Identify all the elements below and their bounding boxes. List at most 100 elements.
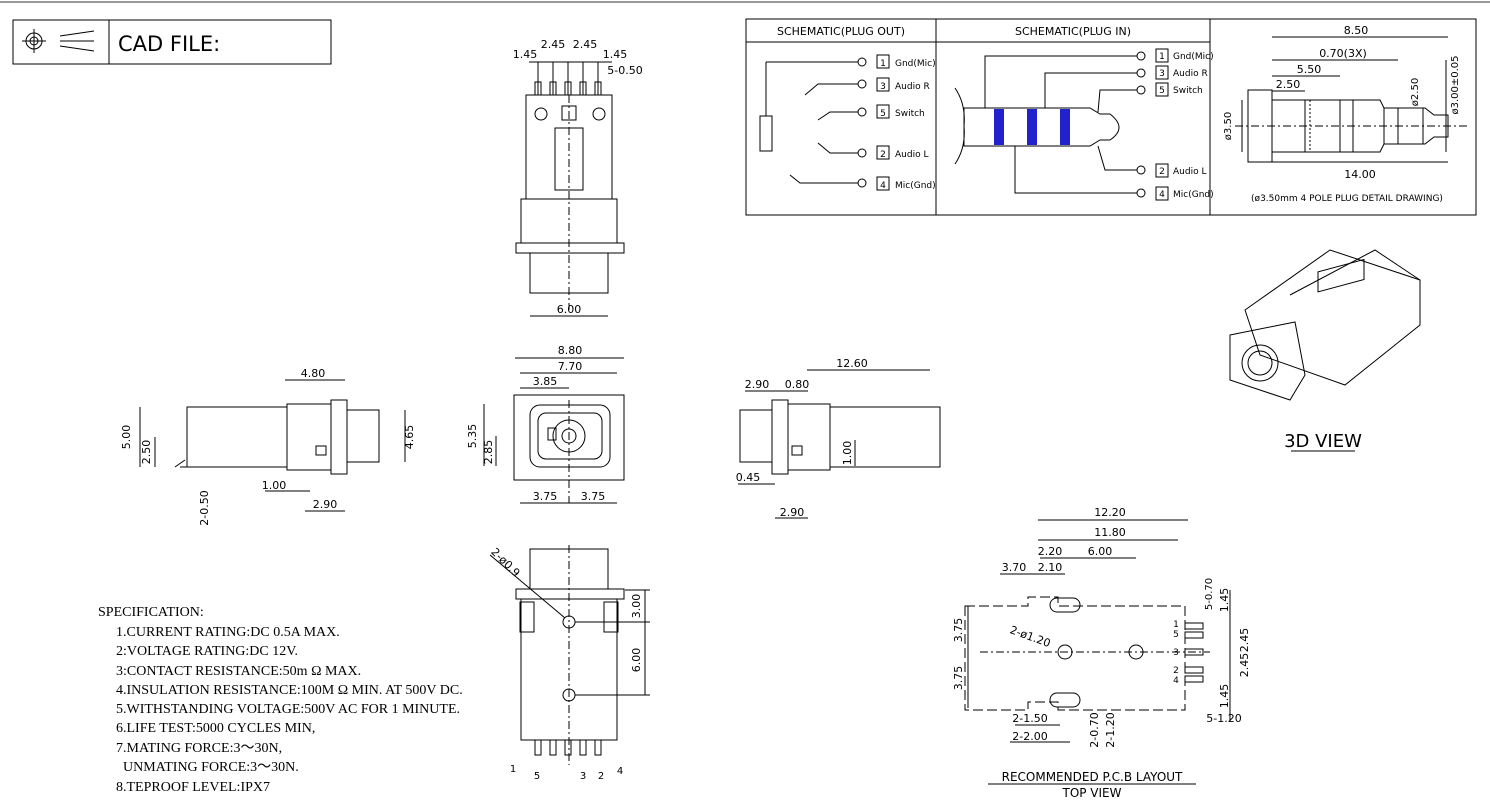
dim-label: 12.60 [836,357,868,370]
pin-num: 1 [880,59,886,69]
spec-item: UNMATING FORCE:3～30N. [116,760,299,775]
top-view-drawing: 1.45 2.45 2.45 1.45 5-0.50 6.00 [513,38,643,317]
3d-view: 3D VIEW [1229,249,1421,452]
dim-label: 4.80 [301,367,326,380]
dim-label: 5.50 [1297,63,1322,76]
pin-num: 4 [1173,676,1179,686]
dim-label: 2.45 [1238,653,1251,678]
dim-label: 1.45 [1218,588,1231,613]
dim-label: 8.80 [558,344,583,357]
side-view-left: 4.80 5.00 2.50 4.65 1.00 2.90 2-0.50 [120,367,416,526]
pin-num: 5 [1159,86,1165,96]
spec-item: 3:CONTACT RESISTANCE:50m Ω MAX. [116,664,361,679]
title-block: CAD FILE: [12,19,332,65]
pcb-title: RECOMMENDED P.C.B LAYOUT [1002,770,1183,784]
pin-num: 5 [1173,630,1179,640]
dim-label: 5.00 [120,425,133,450]
dim-label: 5-1.20 [1206,712,1241,725]
dim-label: 2.90 [745,378,770,391]
plug-in-title: SCHEMATIC(PLUG IN) [1015,25,1131,38]
dim-label: 0.80 [785,378,810,391]
dim-label: 2-ø0.9 [488,545,522,579]
pcb-subtitle: TOP VIEW [1061,786,1121,800]
dim-label: 2.20 [1038,545,1063,558]
dim-label: 3.75 [952,666,965,691]
dim-label: ø3.50 [1223,112,1234,140]
pin-num: 4 [1159,190,1165,200]
dim-label: 2.10 [1038,561,1063,574]
dim-label: 2-0.50 [198,490,211,525]
spec-item: 6.LIFE TEST:5000 CYCLES MIN, [116,721,315,736]
dim-label: 11.80 [1094,526,1126,539]
pin-label: Audio L [1173,167,1206,177]
spec-item: 1.CURRENT RATING:DC 0.5A MAX. [116,625,340,640]
pin-label: Audio L [895,150,928,160]
pin-num: 1 [1173,620,1179,630]
pin-num: 4 [880,181,886,191]
dim-label: 3.75 [533,490,558,503]
pin-num: 2 [1173,666,1179,676]
dim-label: 5.35 [466,424,479,449]
dim-label: 0.45 [736,471,761,484]
dim-label: 3.70 [1002,561,1027,574]
pin-label: Mic(Gnd) [1173,190,1214,200]
plug-out-title: SCHEMATIC(PLUG OUT) [777,25,905,38]
dim-label: 2-1.50 [1012,712,1047,725]
pin-num: 4 [617,766,623,777]
dim-label: 6.00 [630,648,643,673]
pin-num: 1 [1159,52,1165,62]
dim-label: 8.50 [1344,24,1369,37]
dim-label: 0.70(3X) [1319,47,1367,60]
projection-symbol-icon [22,29,95,53]
dim-label: 2-1.20 [1104,712,1117,747]
pin-label: Mic(Gnd) [895,181,936,191]
spec-item: 4.INSULATION RESISTANCE:100M Ω MIN. AT 5… [116,683,463,698]
3d-view-label: 3D VIEW [1284,431,1362,452]
spec-item: 8.TEPROOF LEVEL:IPX7 [116,780,270,795]
bottom-view: 2-ø0.9 3.00 6.00 1 5 3 2 4 [488,545,650,782]
dim-label: 2.45 [1238,628,1251,653]
dim-label: 6.00 [557,303,582,316]
dim-label: ø3.00±0.05 [1450,55,1461,114]
pin-num: 2 [598,771,604,782]
pin-num: 5 [534,771,540,782]
dim-label: 2.50 [1276,78,1301,91]
dim-label: 1.45 [1218,684,1231,709]
cad-file-label: CAD FILE: [118,32,220,56]
spec-item: 5.WITHSTANDING VOLTAGE:500V AC FOR 1 MIN… [116,702,460,717]
spec-item: 2:VOLTAGE RATING:DC 12V. [116,644,298,659]
pin-num: 3 [580,771,586,782]
spec-title: SPECIFICATION: [98,605,204,620]
pin-num: 5 [880,109,886,119]
dim-label: 3.75 [952,618,965,643]
dim-label: 2-2.00 [1012,730,1047,743]
dim-label: 2.90 [780,506,805,519]
dim-label: 2.50 [140,440,153,465]
dim-label: 4.65 [403,425,416,450]
pin-num: 2 [880,150,886,160]
dim-label: 2.85 [482,440,495,465]
pin-num: 3 [1173,648,1179,658]
dim-label: 1.45 [513,48,538,61]
spec-item: 7.MATING FORCE:3～30N, [116,741,282,756]
pin-num: 3 [880,82,886,92]
specification-block: SPECIFICATION: 1.CURRENT RATING:DC 0.5A … [98,605,463,795]
dim-label: ø2.50 [1410,78,1421,106]
dim-label: 3.75 [581,490,606,503]
dim-label: 2-ø1.20 [1008,623,1052,650]
pin-label: Gnd(Mic) [895,59,936,69]
dim-label: 3.85 [533,375,558,388]
plug-detail-caption: (ø3.50mm 4 POLE PLUG DETAIL DRAWING) [1251,194,1443,204]
dim-label: 2-0.70 [1088,712,1101,747]
pin-label: Switch [1173,86,1203,96]
dim-label: 2.90 [313,498,338,511]
pin-label: Gnd(Mic) [1173,52,1214,62]
dim-label: 2.45 [541,38,566,51]
dim-label: 12.20 [1094,506,1126,519]
pin-label: Audio R [1173,69,1208,79]
pcb-layout: 12.20 11.80 2.20 6.00 3.70 2.10 3.75 3.7… [952,506,1251,800]
plug-detail-drawing: 8.50 0.70(3X) 5.50 2.50 14.00 ø3.50 ø2.5… [1223,24,1470,204]
dim-label: 5-0.50 [607,64,642,77]
